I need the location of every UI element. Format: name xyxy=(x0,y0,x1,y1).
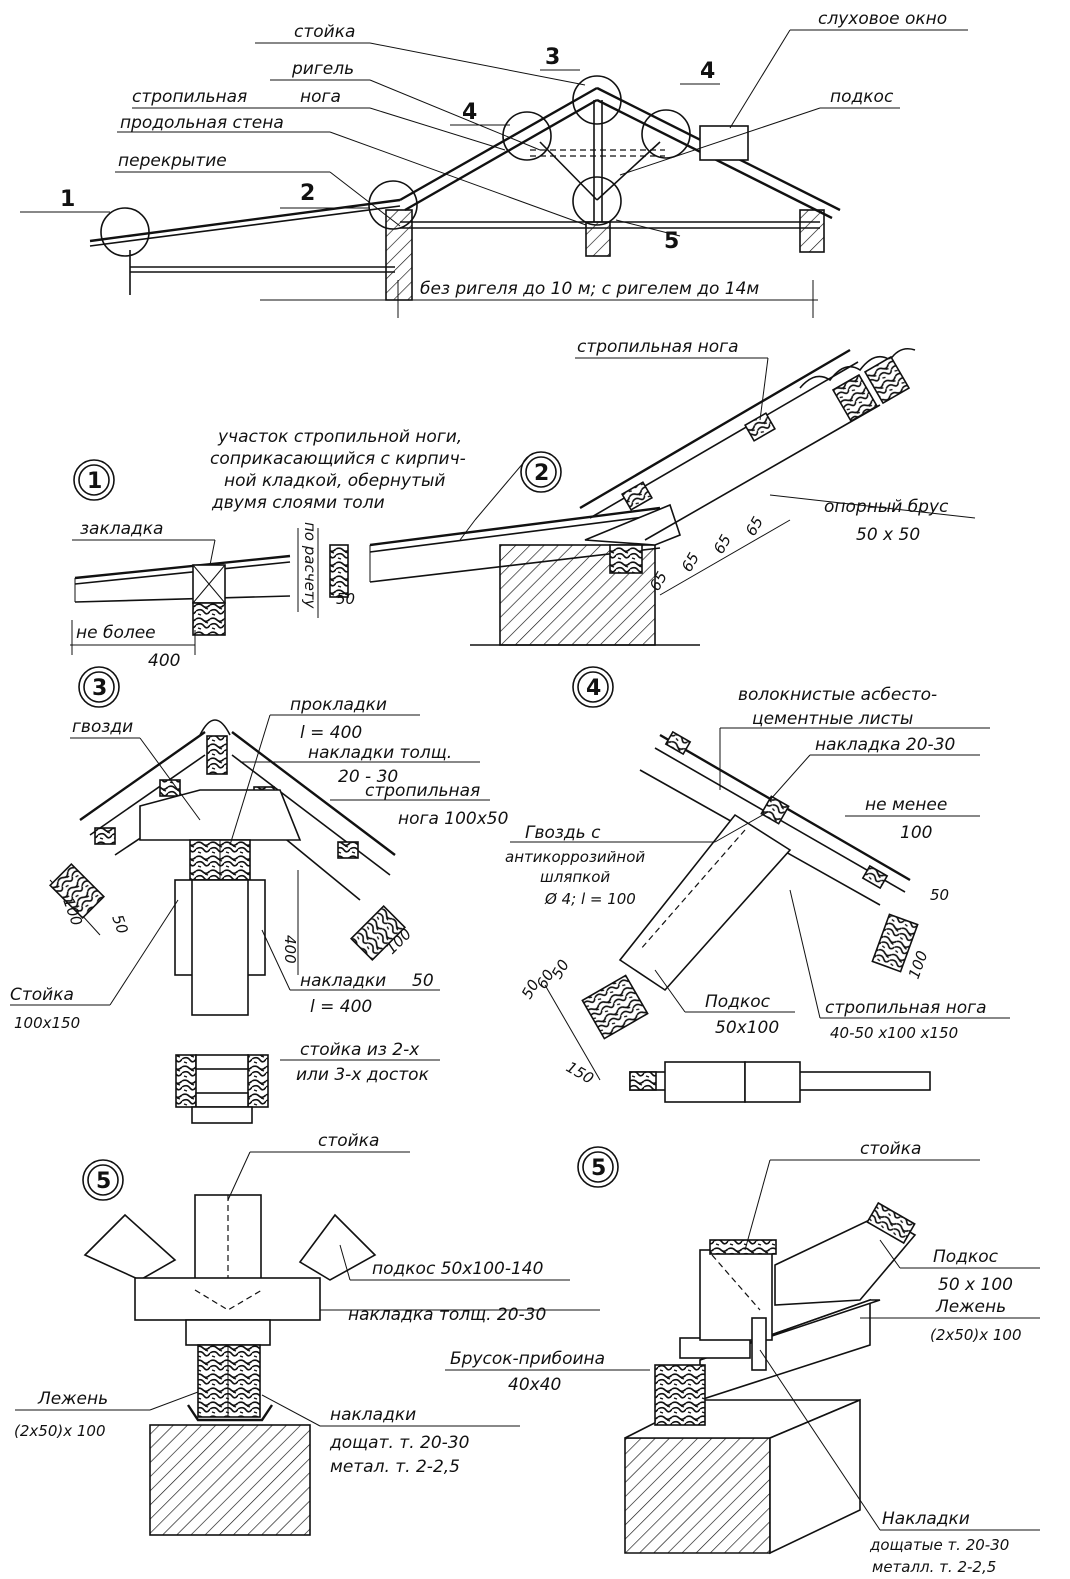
detail-5b-badge: 5 xyxy=(591,1156,606,1181)
label-metal-5a: метал. т. 2-2,5 xyxy=(330,1457,460,1477)
callout-5: 5 xyxy=(664,229,679,254)
note-line-2: соприкасающийся с кирпич- xyxy=(210,449,466,469)
label-stropilnaya-size-4: 40-50 х100 х150 xyxy=(830,1024,958,1042)
label-ne-bolee: не более xyxy=(76,623,156,643)
label-nakladki-5a: накладки xyxy=(330,1405,416,1425)
label-stropilnaya-noga: стропильная нога xyxy=(577,337,739,357)
dim-50: 50 xyxy=(336,590,355,608)
label-doshat-5a: дощат. т. 20-30 xyxy=(329,1433,469,1453)
label-stropilnaya-4: стропильная нога xyxy=(825,998,987,1018)
label-podkos-size-5b: 50 х 100 xyxy=(938,1275,1013,1295)
label-podkos-4: Подкос xyxy=(705,992,771,1012)
detail-1: 1 закладка не более 400 по расчету 50 уч… xyxy=(70,427,661,671)
label-podkos-5b: Подкос xyxy=(933,1247,999,1267)
note-line-1: участок стропильной ноги, xyxy=(217,427,462,447)
label-nakladka-5a: накладка толщ. 20-30 xyxy=(348,1305,546,1325)
label-nakladka-4: накладка 20-30 xyxy=(815,735,955,755)
overview-section: 1 2 3 4 4 5 стойка ригель нога стропильн… xyxy=(20,9,968,318)
detail-5b: 5 стойка Подкос 50 х 100 Лежень (2х50)х … xyxy=(445,1139,1040,1576)
label-stoika-doski-1: стойка из 2-х xyxy=(300,1040,420,1060)
label-noga-size: нога 100х50 xyxy=(398,809,508,829)
callout-4a: 4 xyxy=(462,100,477,125)
label-doshatye-5b: дощатые т. 20-30 xyxy=(869,1536,1009,1554)
label-nakladki-3: накладки xyxy=(300,971,386,991)
label-stoika-doski-2: или 3-х досток xyxy=(296,1065,430,1085)
label-stropilnaya: стропильная xyxy=(132,87,247,107)
label-ne-menee-val: 100 xyxy=(900,823,932,843)
span-dimension: без ригеля до 10 м; с ригелем до 14м xyxy=(420,279,759,299)
label-nakladki-tolsh: накладки толщ. xyxy=(308,743,452,763)
label-nakladki-50: 50 xyxy=(412,971,434,991)
detail-2-badge: 2 xyxy=(534,461,549,486)
note-line-3: ной кладкой, обернутый xyxy=(224,471,445,491)
label-lezhen-5b: Лежень xyxy=(935,1297,1006,1317)
label-opornyi-brus: опорный брус xyxy=(824,497,949,517)
label-nakladki-5b: Накладки xyxy=(882,1509,970,1529)
label-prodolnaya-stena: продольная стена xyxy=(120,113,284,133)
dim-150: 150 xyxy=(563,1058,597,1088)
label-lezhen-size-5b: (2х50)х 100 xyxy=(930,1326,1022,1344)
label-nakladki-range: 20 - 30 xyxy=(338,767,398,787)
detail-5a: 5 стойка подкос 50х100-140 накладка толщ… xyxy=(14,1131,600,1536)
label-lezhen-size-5a: (2х50)х 100 xyxy=(14,1422,106,1440)
label-lezhen-5a: Лежень xyxy=(37,1389,108,1409)
label-podkos: подкос xyxy=(830,87,894,107)
callout-3: 3 xyxy=(545,45,560,70)
label-rigel: ригель xyxy=(291,59,354,79)
dim-50-right: 50 xyxy=(930,886,949,904)
dim-65-b: 65 xyxy=(678,549,703,575)
label-gvozd-3: шляпкой xyxy=(540,868,610,886)
label-gvozd-1: Гвоздь с xyxy=(525,823,601,843)
detail-4-badge: 4 xyxy=(586,676,601,701)
label-sluhovoe-okno: слуховое окно xyxy=(818,9,947,29)
label-gvozd-2: антикоррозийной xyxy=(505,848,645,866)
label-nakladki-l: l = 400 xyxy=(310,997,372,1017)
detail-4: 4 50 60 50 150 50 100 волокнистые асбест… xyxy=(505,666,1010,1103)
label-perekrytie: перекрытие xyxy=(118,151,227,171)
label-prokladki-l: l = 400 xyxy=(300,723,362,743)
detail-3: 3 100 50 100 400 гвозди xyxy=(10,666,508,1124)
detail-1-badge: 1 xyxy=(87,469,102,494)
label-ne-menee: не менее xyxy=(865,795,947,815)
label-po-raschetu: по расчету xyxy=(301,522,319,610)
detail-5a-badge: 5 xyxy=(96,1169,111,1194)
dim-400: 400 xyxy=(148,651,180,671)
note-line-4: двумя слоями толи xyxy=(211,493,385,513)
label-opornyi-size: 50 х 50 xyxy=(856,525,920,545)
label-stoika-size: 100х150 xyxy=(14,1014,80,1032)
label-gvozdi: гвозди xyxy=(72,717,133,737)
label-volokn-2: цементные листы xyxy=(752,709,913,729)
dim-100-right: 100 xyxy=(905,948,932,981)
dim-65-c: 65 xyxy=(710,531,735,557)
label-stropilnaya-3: стропильная xyxy=(365,781,480,801)
label-stoika: стойка xyxy=(294,22,355,42)
detail-2: 2 65 65 65 65 стропильная нога опорный б… xyxy=(470,337,976,646)
label-volokn-1: волокнистые асбесто- xyxy=(738,685,937,705)
label-noga: нога xyxy=(300,87,341,107)
label-gvozd-4: Ø 4; l = 100 xyxy=(544,890,636,908)
label-metall-5b: металл. т. 2-2,5 xyxy=(872,1558,996,1576)
dim-400: 400 xyxy=(281,935,299,964)
dim-50a: 50 xyxy=(108,912,131,936)
callout-2: 2 xyxy=(300,181,315,206)
label-stoika-5a: стойка xyxy=(318,1131,379,1151)
callout-1: 1 xyxy=(60,187,75,212)
callout-4b: 4 xyxy=(700,59,715,84)
label-stoika-5b: стойка xyxy=(860,1139,921,1159)
label-podkos-size-4: 50х100 xyxy=(715,1018,779,1038)
label-prokladki: прокладки xyxy=(290,695,387,715)
label-brusok-5b: Брусок-прибоина xyxy=(450,1349,605,1369)
label-stoika-3: Стойка xyxy=(10,985,74,1005)
label-brusok-size-5b: 40х40 xyxy=(508,1375,561,1395)
detail-3-badge: 3 xyxy=(92,676,107,701)
label-podkos-5a: подкос 50х100-140 xyxy=(372,1259,543,1279)
label-zakladka: закладка xyxy=(80,519,163,539)
